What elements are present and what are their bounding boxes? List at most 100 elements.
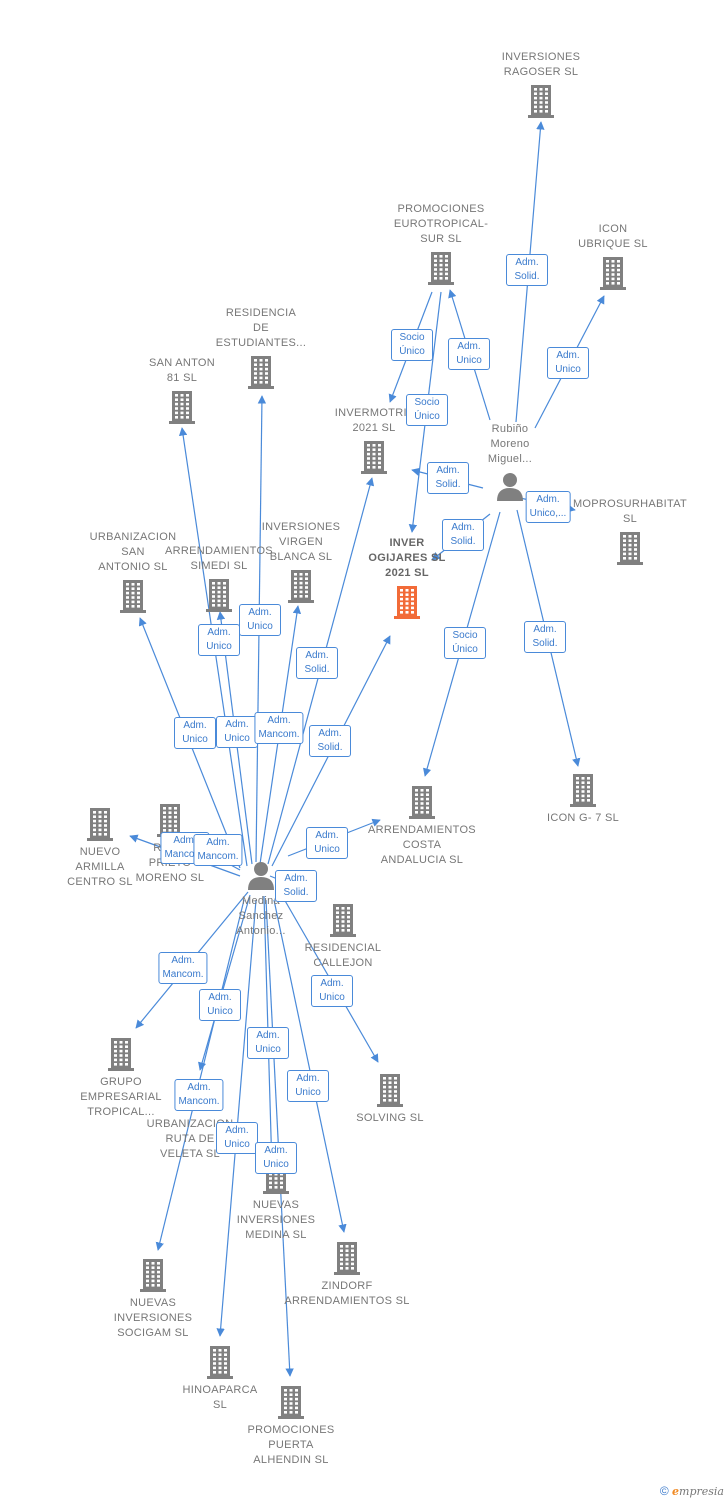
edge-label-e29[interactable]: Adm. Unico xyxy=(255,1142,297,1174)
company-node-solving[interactable]: SOLVING SL xyxy=(320,1073,460,1126)
edge-label-e2[interactable]: Adm. Unico xyxy=(547,347,589,379)
edge-label-e28[interactable]: Adm. Unico xyxy=(216,1122,258,1154)
node-label-line: 2021 SL xyxy=(352,422,396,434)
edge-label-e24[interactable]: Adm. Unico xyxy=(247,1027,289,1059)
node-label[interactable]: ICON G- 7 SL xyxy=(513,811,653,826)
node-label-line: URBANIZACION xyxy=(89,531,177,543)
node-label-line: PROMOCIONES xyxy=(397,203,485,215)
edge-label-e6[interactable]: Adm. Solid. xyxy=(427,462,469,494)
node-label-line: OGIJARES SL xyxy=(368,552,446,564)
edge-label-e16[interactable]: Adm. Mancom. xyxy=(254,712,304,744)
node-label[interactable]: SOLVING SL xyxy=(320,1111,460,1126)
edge-label-e21[interactable]: Adm. Mancom. xyxy=(193,834,243,866)
edge-label-e4[interactable]: Socio Único xyxy=(391,329,433,361)
edge-label-e18[interactable]: Adm. Unico xyxy=(306,827,348,859)
edge-label-e26[interactable]: Adm. Mancom. xyxy=(174,1079,224,1111)
person-icon xyxy=(248,862,274,890)
company-node-icong7[interactable]: ICON G- 7 SL xyxy=(513,773,653,826)
edge-label-e14[interactable]: Adm. Unico xyxy=(174,717,216,749)
edge-label-e15[interactable]: Adm. Unico xyxy=(216,716,258,748)
building-icon xyxy=(278,1386,304,1419)
node-label-line: EMPRESARIAL xyxy=(80,1091,162,1103)
node-label-line: SIMEDI SL xyxy=(190,560,248,572)
node-label-line: VIRGEN xyxy=(279,536,323,548)
edge-label-e12[interactable]: Adm. Unico xyxy=(239,604,281,636)
edge-label-e7[interactable]: Adm. Unico,... xyxy=(525,491,571,523)
edge-label-e17[interactable]: Adm. Solid. xyxy=(309,725,351,757)
edge-label-e11[interactable]: Adm. Unico xyxy=(198,624,240,656)
node-label-line: RESIDENCIA xyxy=(225,307,297,319)
building-icon xyxy=(409,786,435,819)
edge-label-e5[interactable]: Socio Único xyxy=(406,394,448,426)
edge-label-e13[interactable]: Adm. Solid. xyxy=(296,647,338,679)
footer-brand: © empresia xyxy=(660,1484,724,1498)
edge-label-e23[interactable]: Adm. Unico xyxy=(199,989,241,1021)
edge-label-e25[interactable]: Adm. Unico xyxy=(311,975,353,1007)
building-icon xyxy=(377,1074,403,1107)
edge-label-e19[interactable]: Adm. Solid. xyxy=(275,870,317,902)
edge-label-e27[interactable]: Adm. Unico xyxy=(287,1070,329,1102)
edge-label-e9[interactable]: Socio Único xyxy=(444,627,486,659)
building-icon xyxy=(528,85,554,118)
edge-label-e3[interactable]: Adm. Unico xyxy=(448,338,490,370)
node-label-line: ALHENDIN SL xyxy=(253,1454,329,1466)
edge-label-e22[interactable]: Adm. Mancom. xyxy=(158,952,208,984)
node-label-line: ICON G- 7 SL xyxy=(546,812,620,824)
edge-label-e1[interactable]: Adm. Solid. xyxy=(506,254,548,286)
node-label-line: ANTONIO SL xyxy=(98,561,168,573)
building-icon xyxy=(617,532,643,565)
node-label-line: PROMOCIONES xyxy=(247,1424,335,1436)
node-label-line: NUEVAS xyxy=(129,1297,177,1309)
node-label-line: HINOAPARCA xyxy=(182,1384,258,1396)
edge-label-e8[interactable]: Adm. Solid. xyxy=(442,519,484,551)
brand-logo[interactable]: empresia xyxy=(672,1485,724,1498)
edge-label-e10[interactable]: Adm. Solid. xyxy=(524,621,566,653)
